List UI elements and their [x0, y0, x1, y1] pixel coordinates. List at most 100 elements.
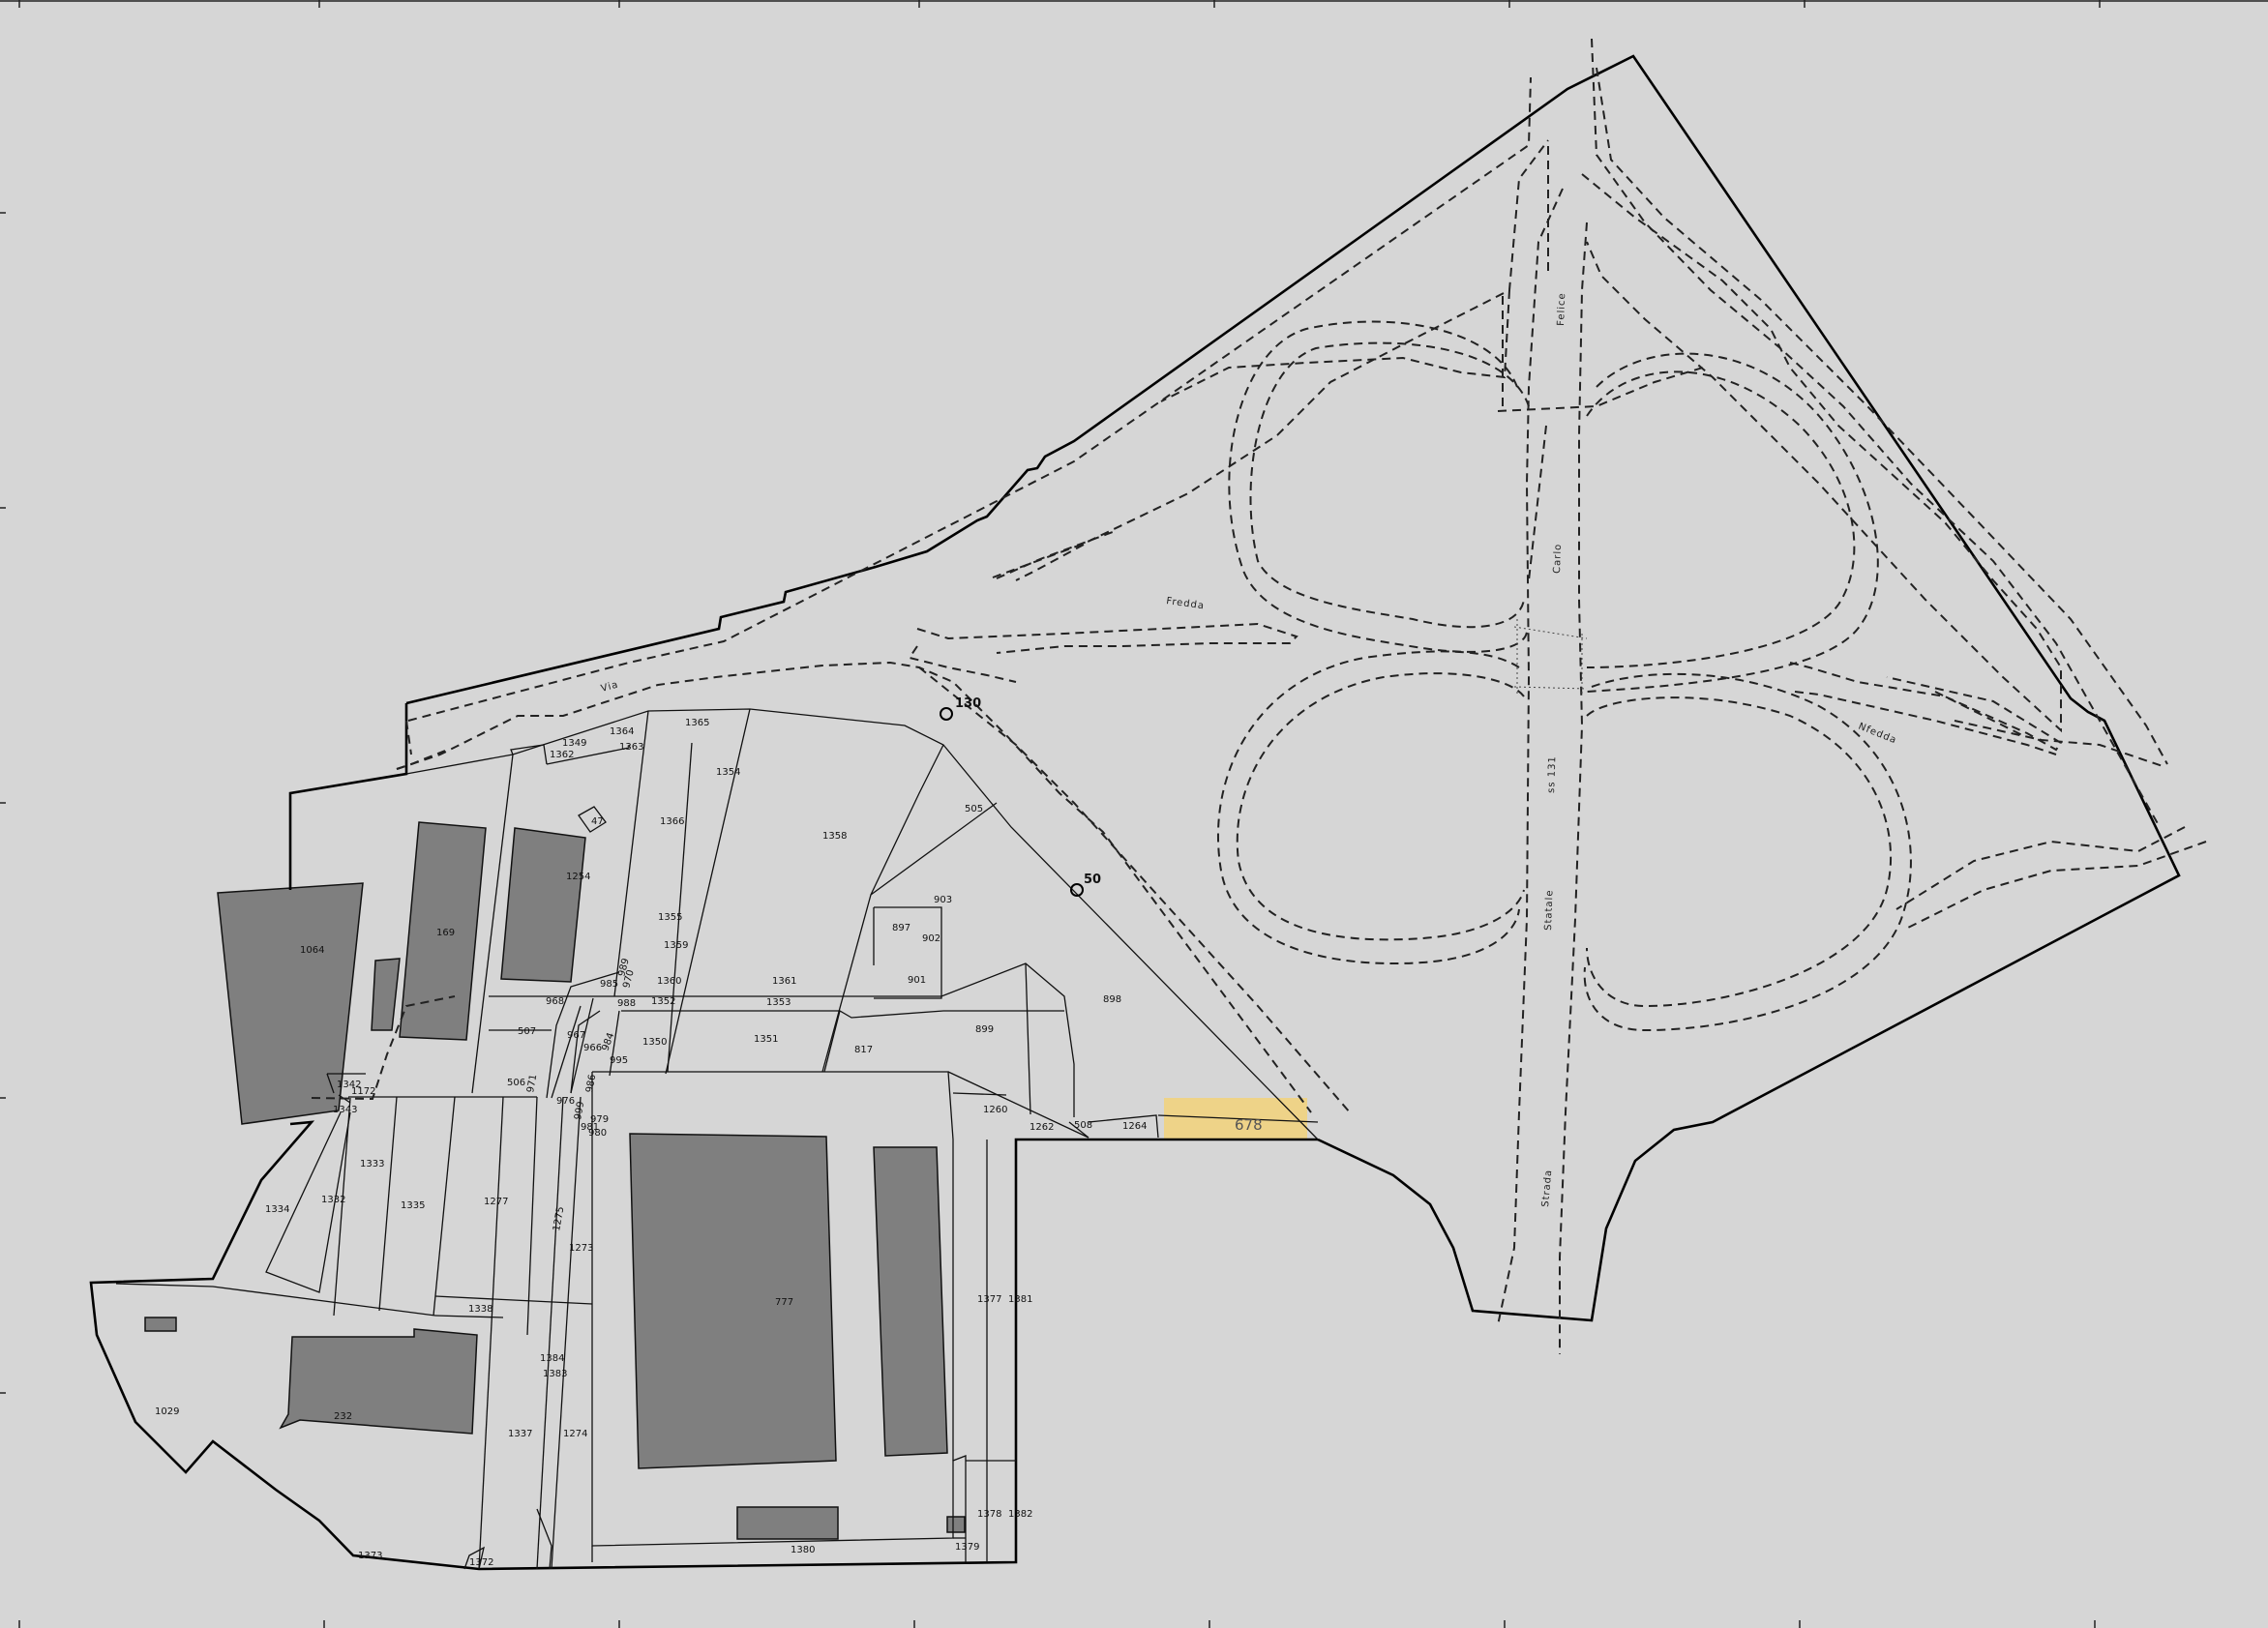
parcel-label: 1382 — [1008, 1509, 1032, 1520]
marker-130-label: 130 — [955, 696, 981, 711]
parcel-label: 1351 — [754, 1034, 778, 1045]
parcel-label: 899 — [975, 1024, 994, 1035]
parcel-label: 507 — [518, 1026, 536, 1037]
parcel-label: 169 — [436, 928, 455, 938]
building-232 — [279, 1328, 478, 1435]
parcel-label: 1366 — [660, 816, 684, 827]
building-777 — [629, 1133, 837, 1469]
markers: 130 50 — [940, 696, 1101, 897]
parcel-label: 1335 — [401, 1200, 425, 1211]
parcel-label: 966 — [583, 1043, 602, 1053]
parcel-label: 232 — [334, 1411, 352, 1422]
parcel-label: 1363 — [619, 742, 643, 753]
parcel-label: 986 — [584, 1074, 598, 1094]
parcel-label: 1362 — [550, 750, 574, 760]
building-1064 — [217, 882, 364, 1125]
street-label-via: Via — [600, 679, 620, 694]
parcel-label: 1342 — [337, 1080, 361, 1090]
outer-boundary — [89, 54, 2181, 1571]
parcel-label: 1355 — [658, 912, 682, 923]
parcel-label: 903 — [934, 895, 952, 905]
parcel-label: 1358 — [822, 831, 847, 842]
parcel-label: 902 — [922, 933, 940, 944]
parcel-label: 981 — [581, 1122, 599, 1133]
parcel-label: 1254 — [566, 872, 590, 882]
parcel-label: 968 — [546, 996, 564, 1007]
parcel-label-678[interactable]: 678 — [1235, 1116, 1263, 1134]
parcel-label: 901 — [908, 975, 926, 986]
parcel-label: 1378 — [977, 1509, 1001, 1520]
street-label-statale: Statale — [1543, 889, 1555, 931]
parcel-label: 1361 — [772, 976, 796, 987]
parcel-label: 1379 — [955, 1542, 979, 1553]
parcel-label: 1383 — [543, 1369, 567, 1379]
marker-130-circle[interactable] — [940, 707, 953, 721]
street-label-strada: Strada — [1540, 1169, 1554, 1207]
parcel-label: 1333 — [360, 1159, 384, 1169]
building-1254 — [500, 827, 586, 983]
parcel-label: 1353 — [766, 997, 791, 1008]
parcel-label: 506 — [507, 1078, 525, 1088]
parcel-label: 1275 — [552, 1206, 566, 1232]
parcel-label: 1277 — [484, 1197, 508, 1207]
parcel-label: 817 — [854, 1045, 873, 1055]
parcel-label: 1360 — [657, 976, 681, 987]
parcel-label: 967 — [567, 1030, 585, 1041]
parcel-label: 971 — [525, 1074, 539, 1094]
parcel-label: 777 — [775, 1297, 793, 1308]
building-169-annex — [371, 958, 401, 1031]
parcel-label: 1262 — [1030, 1122, 1054, 1133]
parcel-label: 1064 — [300, 945, 324, 956]
parcel-label: 1354 — [716, 767, 740, 778]
parcel-label: 1364 — [610, 726, 634, 737]
parcel-label: 897 — [892, 923, 910, 933]
street-label-carlo: Carlo — [1552, 544, 1564, 574]
parcel-label: 1172 — [351, 1086, 375, 1097]
parcel-labels: 1064 169 1254 47 1349 1362 1364 1363 136… — [155, 718, 1263, 1568]
street-label-nfedda: Nfedda — [1857, 722, 1898, 747]
parcel-label: 999 — [573, 1101, 586, 1121]
parcel-label: 1377 — [977, 1294, 1001, 1305]
building-south-east — [946, 1516, 966, 1533]
parcel-label: 1338 — [468, 1304, 492, 1315]
parcel-label: 1381 — [1008, 1294, 1032, 1305]
street-label-ss131: ss 131 — [1546, 755, 1558, 793]
marker-50-circle[interactable] — [1070, 883, 1084, 897]
roads-dashed — [311, 38, 2207, 1354]
buildings — [144, 821, 966, 1540]
parcel-label: 1029 — [155, 1406, 179, 1417]
parcel-label: 1273 — [569, 1243, 593, 1254]
building-south — [736, 1506, 839, 1540]
parcel-label: 1365 — [685, 718, 709, 728]
building-777-east — [873, 1146, 948, 1457]
parcel-label: 1372 — [469, 1557, 493, 1568]
parcel-label: 995 — [610, 1055, 628, 1066]
parcel-lines — [115, 708, 1319, 1570]
parcel-label: 508 — [1074, 1120, 1092, 1131]
parcel-label: 898 — [1103, 994, 1121, 1005]
street-label-felice: Felice — [1556, 292, 1567, 326]
parcel-label: 1264 — [1122, 1121, 1147, 1132]
parcel-label: 1334 — [265, 1204, 289, 1215]
parcel-label: 1359 — [664, 940, 688, 951]
marker-50-label: 50 — [1084, 873, 1101, 887]
parcel-label: 1380 — [791, 1545, 815, 1555]
parcel-label: 989 — [616, 957, 632, 977]
parcel-label: 505 — [965, 804, 983, 814]
parcel-label: 1337 — [508, 1429, 532, 1439]
street-label-fredda: Fredda — [1166, 596, 1206, 611]
parcel-label: 980 — [588, 1128, 607, 1139]
building-small-west — [144, 1317, 177, 1332]
parcel-label: 976 — [556, 1096, 575, 1107]
parcel-label: 1384 — [540, 1353, 564, 1364]
crossing-dotted — [1513, 619, 1588, 695]
parcel-label: 985 — [600, 979, 618, 990]
parcel-label: 970 — [621, 968, 637, 989]
parcel-label: 1349 — [562, 738, 586, 749]
parcel-label: 1274 — [563, 1429, 587, 1439]
parcel-label: 47 — [591, 816, 604, 827]
parcel-label: 1352 — [651, 996, 675, 1007]
building-169 — [399, 821, 487, 1041]
parcel-label: 1332 — [321, 1195, 345, 1205]
